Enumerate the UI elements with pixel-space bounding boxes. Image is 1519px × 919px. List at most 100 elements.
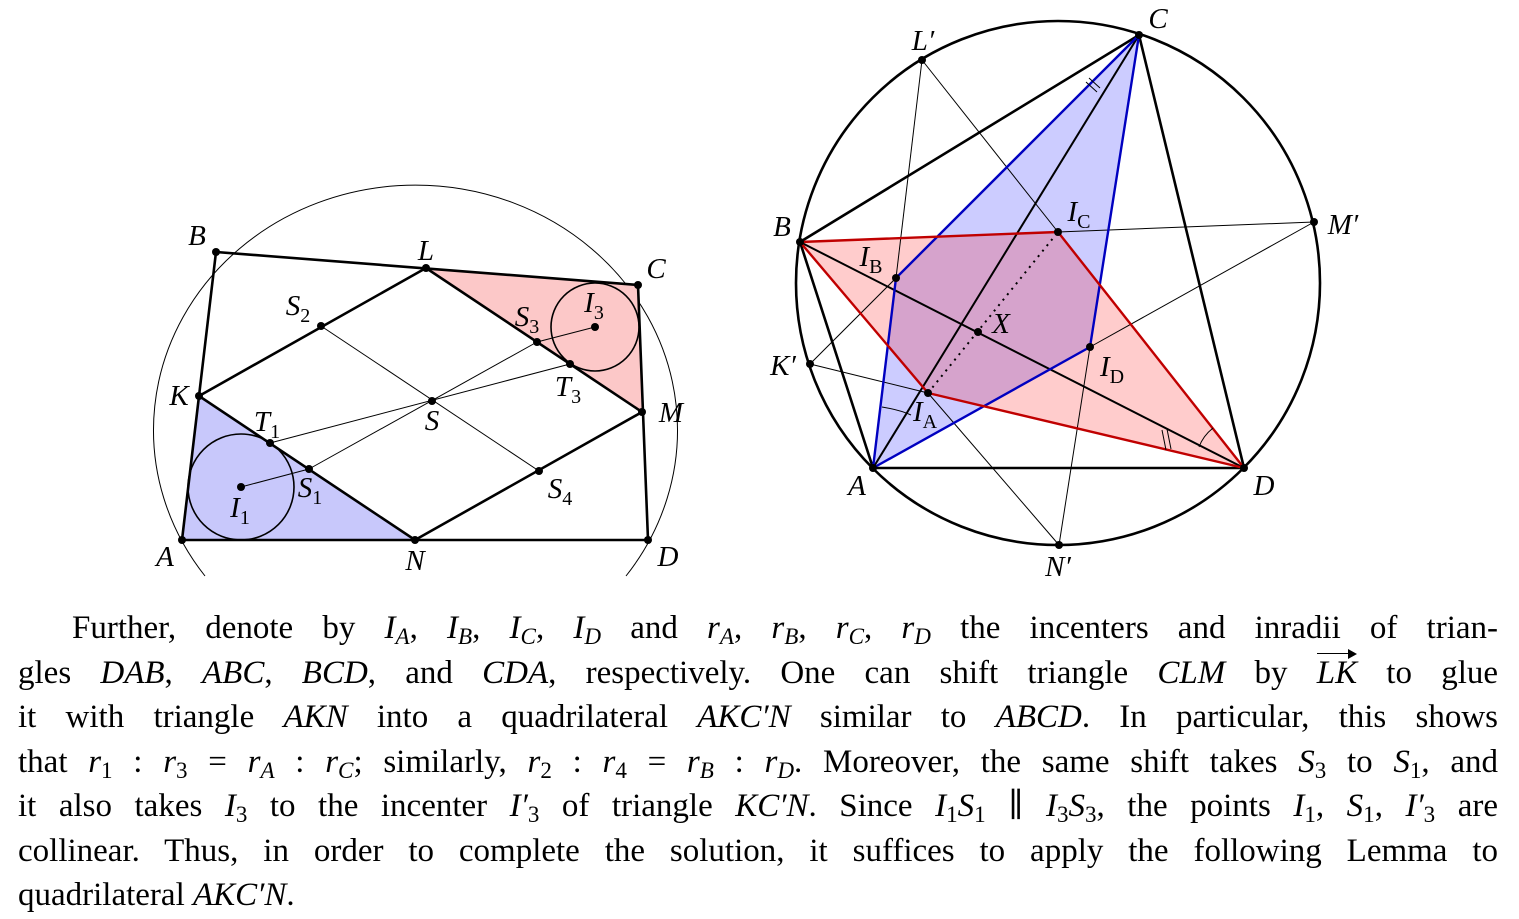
math-symbol: IA — [384, 610, 410, 649]
label-N: N — [404, 545, 426, 577]
label-L: L — [417, 235, 434, 267]
math-main: KC′N — [735, 788, 809, 824]
math-main: r — [325, 743, 339, 780]
point-N — [411, 536, 419, 544]
math-main: S — [957, 788, 975, 824]
math-subscript: 1 — [1304, 800, 1316, 827]
label-S4: S4 — [548, 473, 573, 510]
segment-L'-IB — [895, 59, 923, 279]
segment-K'-IB — [809, 277, 897, 365]
label-main: B — [773, 211, 791, 243]
text-line: that r1 : r3 = rA : rC; similarly, r2 : … — [18, 740, 1498, 785]
math-main: r — [764, 743, 778, 780]
point-B — [796, 238, 804, 246]
text-line: it with triangle AKN into a quadrilatera… — [18, 695, 1498, 740]
text-run: to glue — [1357, 654, 1499, 691]
label-S2: S2 — [286, 290, 311, 327]
label-subscript: B — [869, 256, 882, 278]
math-subscript: 1 — [1363, 800, 1375, 827]
text-run: . — [286, 877, 295, 913]
math-symbol: rB — [771, 610, 798, 649]
label-subscript: 1 — [312, 487, 322, 509]
math-main: I — [1045, 788, 1057, 824]
double-angle-mark-C — [1085, 77, 1101, 93]
math-subscript: A — [395, 622, 410, 649]
point-IB — [892, 274, 900, 282]
segment-M'-ID — [1089, 221, 1315, 348]
label-T3: T3 — [555, 371, 581, 408]
text-run: and — [601, 610, 708, 646]
point-A — [869, 464, 877, 472]
math-symbol: S1 — [1346, 788, 1375, 827]
math-main: LK — [1316, 654, 1358, 691]
label-subscript: C — [1077, 211, 1090, 233]
label-main: I — [1099, 351, 1111, 383]
math-symbol: r2 — [527, 743, 551, 783]
point-T1 — [266, 439, 274, 447]
math-symbol: I1 — [1293, 788, 1316, 827]
text-run: : — [274, 743, 326, 780]
label-M': M′ — [1327, 209, 1359, 241]
text-run: , — [733, 610, 772, 646]
label-main: S — [298, 472, 313, 504]
math-main: I — [384, 610, 396, 646]
label-I1: I1 — [229, 492, 250, 529]
math-main: r — [707, 610, 720, 646]
text-run: . Moreover, the same shift takes — [794, 743, 1299, 780]
math-subscript: D — [914, 622, 931, 649]
math-main: S — [1068, 788, 1086, 824]
math-symbol: ABC — [202, 655, 264, 691]
math-subscript: A — [260, 756, 275, 783]
text-run: : — [713, 743, 765, 780]
math-symbol: I1 — [935, 788, 958, 827]
label-subscript: 4 — [562, 488, 572, 510]
math-main: r — [527, 743, 541, 780]
text-run: , — [1374, 788, 1406, 824]
math-symbol: r1 — [88, 744, 112, 783]
segment-I3S3 — [536, 326, 596, 343]
label-main: S — [548, 473, 563, 505]
text-run: are — [1435, 788, 1499, 824]
math-main: S — [1346, 788, 1364, 824]
label-main: M′ — [1327, 209, 1359, 241]
label-main: S — [425, 405, 440, 437]
math-main: DAB — [100, 654, 165, 691]
math-symbol: I′3 — [510, 788, 540, 827]
text-line: collinear. Thus, in order to complete th… — [18, 829, 1498, 874]
label-main: K — [168, 380, 190, 412]
point-IA — [924, 389, 932, 397]
label-main: N — [404, 545, 426, 577]
text-run: : — [551, 743, 603, 780]
paragraph-text: Further, denote by IA, IB, IC, ID and rA… — [18, 606, 1498, 918]
math-subscript: B — [458, 622, 473, 649]
label-IA: IA — [912, 396, 938, 433]
angle-mark-D — [1198, 427, 1214, 448]
text-run: collinear. Thus, in order to complete th… — [18, 832, 1498, 869]
label-IC: IC — [1066, 196, 1090, 233]
text-line: it also takes I3 to the incenter I′3 of … — [18, 784, 1498, 829]
math-main: I — [935, 788, 947, 824]
point-X — [974, 328, 982, 336]
label-main: S — [286, 290, 301, 322]
point-C — [634, 281, 642, 289]
math-symbol: IC — [509, 610, 536, 649]
math-main: r — [835, 610, 849, 646]
math-symbol: CDA — [482, 655, 548, 691]
math-symbol: IB — [447, 610, 473, 649]
math-main: S — [1298, 743, 1315, 780]
text-run: , — [798, 610, 836, 646]
math-main: S — [1393, 743, 1410, 780]
text-run: = — [187, 743, 248, 780]
math-subscript: C — [520, 622, 536, 649]
text-run: , respectively. One can shift triangle — [548, 654, 1158, 691]
math-symbol: KC′N — [735, 788, 808, 824]
math-main: I — [509, 610, 521, 646]
label-main: I — [229, 492, 241, 524]
text-run: . Since — [808, 788, 936, 824]
math-symbol: DAB — [100, 655, 164, 691]
math-subscript: 3 — [1314, 756, 1327, 783]
math-symbol: rA — [248, 744, 275, 783]
math-symbol: CLM — [1157, 655, 1225, 691]
text-run: quadrilateral — [18, 877, 193, 913]
text-run: ; similarly, — [353, 743, 528, 780]
